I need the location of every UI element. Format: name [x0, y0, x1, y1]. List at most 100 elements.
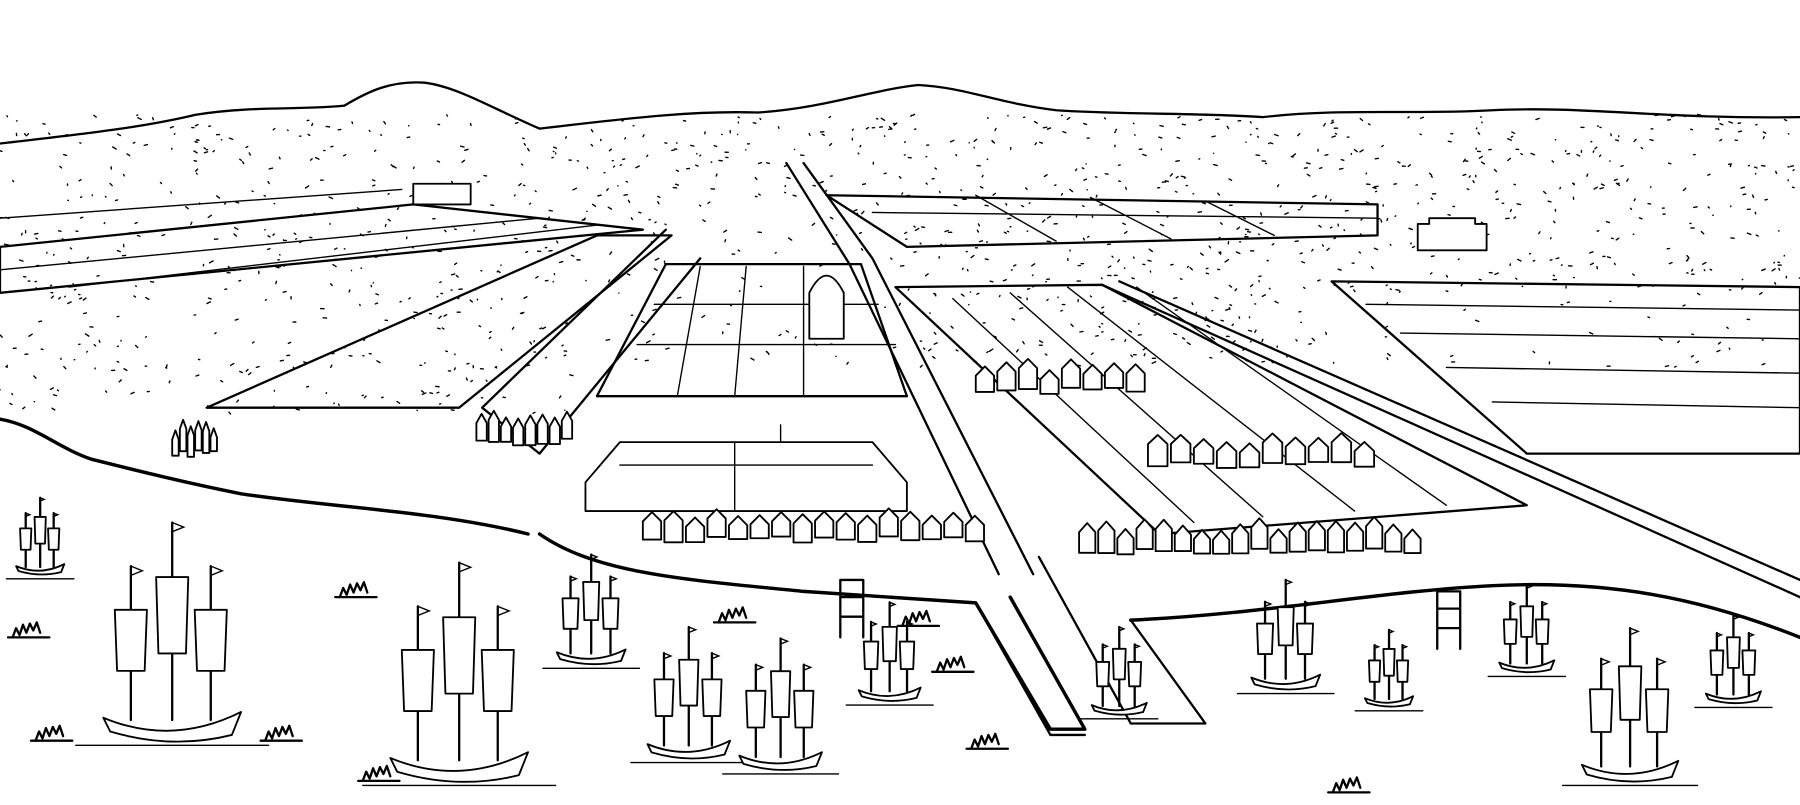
- ship-flag: [1526, 583, 1534, 589]
- ship-sail: [1095, 660, 1111, 688]
- house: [857, 514, 878, 543]
- ship-sail: [601, 597, 620, 630]
- field-block-left: [205, 234, 673, 409]
- ship-sail: [898, 640, 916, 670]
- church-dome-icon: [808, 274, 845, 340]
- house: [706, 508, 727, 538]
- house: [749, 514, 770, 540]
- ship-hull: [555, 648, 627, 666]
- house: [974, 365, 995, 393]
- house: [1307, 436, 1330, 463]
- ship-sail: [442, 616, 477, 695]
- ship-sail: [400, 649, 435, 712]
- shoreline: [0, 417, 1800, 737]
- ship-icon: [1561, 627, 1699, 787]
- house: [194, 420, 203, 452]
- background-hills: [0, 81, 1800, 415]
- city: [171, 161, 1800, 599]
- ship-flag: [663, 652, 673, 660]
- house: [900, 510, 921, 542]
- house: [878, 507, 899, 538]
- field-strips-left: [0, 203, 645, 294]
- ship-flag: [609, 575, 619, 582]
- house: [1326, 520, 1345, 554]
- rowboat-icon: [6, 621, 51, 639]
- ship-sail: [770, 670, 792, 718]
- castle-icon: [1416, 217, 1488, 252]
- house: [996, 361, 1017, 392]
- field-block-right: [1330, 280, 1800, 455]
- house: [1212, 529, 1231, 555]
- fields: [0, 188, 1800, 455]
- house: [1261, 432, 1284, 464]
- house: [1082, 363, 1103, 391]
- rowboat-icon: [712, 606, 757, 624]
- ship-flag: [711, 652, 721, 660]
- house: [186, 425, 195, 458]
- house: [1039, 369, 1060, 395]
- house: [1103, 362, 1125, 389]
- ship-flag: [52, 512, 60, 517]
- ship-sail: [480, 649, 515, 712]
- field-furrows-right: [871, 194, 1379, 242]
- house: [1147, 433, 1169, 468]
- house: [1116, 528, 1135, 556]
- rowboat-icon: [965, 732, 1010, 750]
- house: [487, 409, 500, 443]
- field-rows-right: [1365, 303, 1800, 409]
- ship-flag: [888, 601, 897, 608]
- house: [536, 413, 549, 445]
- ship-flag: [1373, 644, 1381, 650]
- shore-center: [537, 532, 1087, 731]
- house: [178, 418, 188, 453]
- house: [1238, 442, 1261, 469]
- rowboat-icon: [896, 609, 941, 628]
- ship-flag: [590, 553, 599, 560]
- watchtower-icon: [1436, 590, 1462, 650]
- house: [201, 421, 211, 454]
- ship-sail: [1382, 648, 1396, 677]
- house: [641, 511, 663, 541]
- house: [943, 511, 964, 539]
- ship-hull: [102, 711, 242, 743]
- district-streets-right: [952, 286, 1448, 524]
- house: [814, 510, 835, 539]
- ship-sail: [1617, 665, 1643, 721]
- ship-icon: [630, 625, 748, 764]
- ship-flag: [39, 497, 47, 502]
- house: [512, 417, 525, 447]
- house: [499, 416, 513, 443]
- ship-flag: [1716, 632, 1724, 638]
- house: [1078, 522, 1097, 554]
- house: [1284, 436, 1307, 466]
- ship-icon: [542, 553, 641, 670]
- ship-icon: [75, 521, 270, 746]
- mountain-icon: [0, 81, 541, 145]
- ship-sail: [862, 640, 880, 670]
- ship-sail: [1644, 688, 1670, 733]
- fortress-details: [619, 424, 874, 512]
- long-road-right: [1100, 280, 1800, 599]
- house: [792, 513, 813, 544]
- ship-sail: [113, 608, 148, 672]
- ship-icon: [845, 601, 934, 706]
- ship-flag: [569, 575, 579, 582]
- ship-icon: [1694, 614, 1773, 709]
- ship-hull: [1498, 659, 1556, 674]
- ship-flag: [870, 621, 879, 627]
- house: [171, 429, 180, 457]
- rowboat-icon: [930, 655, 975, 673]
- house: [1269, 528, 1288, 554]
- ship-hull: [1250, 673, 1322, 691]
- fortress-wall: [584, 441, 908, 512]
- rowboat-icon: [334, 581, 378, 599]
- house: [524, 414, 537, 447]
- house: [1307, 520, 1326, 552]
- ship-flag: [1509, 601, 1517, 607]
- harbor-ships: [5, 496, 1773, 794]
- ship-hull: [738, 751, 823, 771]
- house: [728, 515, 749, 540]
- ship-sail: [19, 527, 33, 551]
- hill-ridge-center: [538, 83, 1264, 130]
